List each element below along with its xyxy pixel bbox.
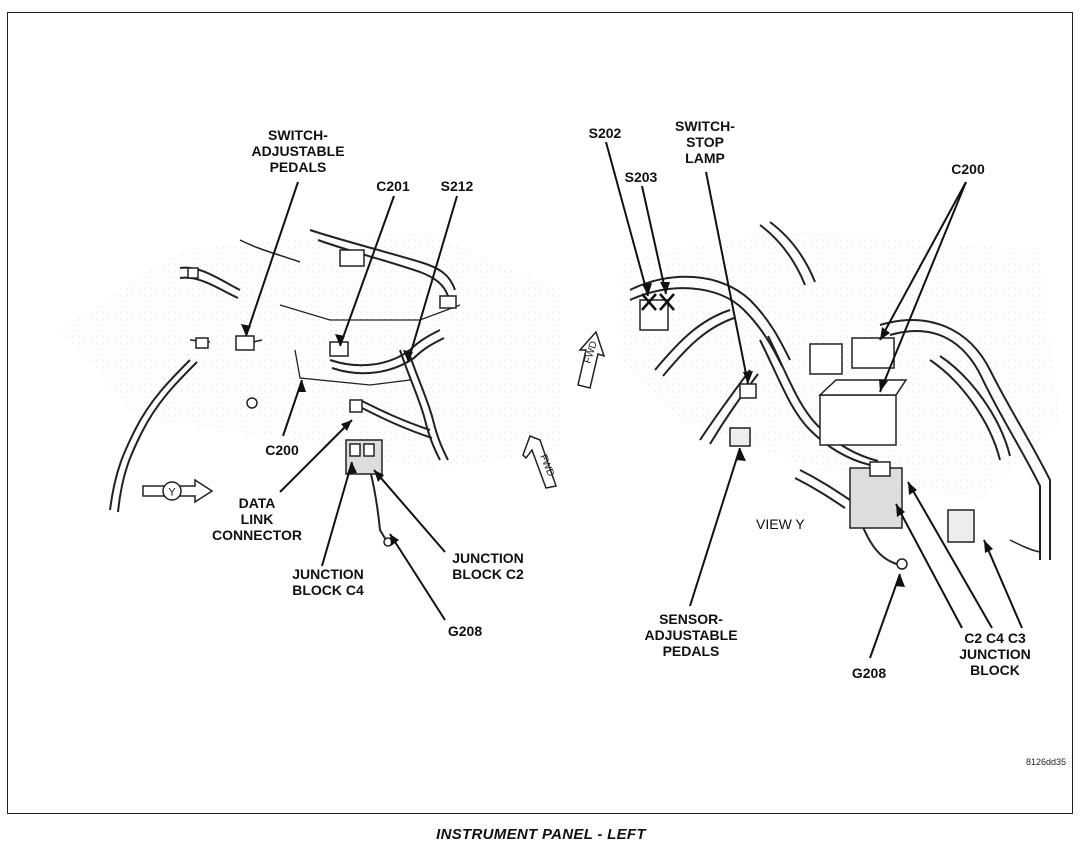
right-left-loop [654, 309, 731, 371]
left-main-trunk [329, 329, 441, 367]
label-sensor-adjustable-pedals: SENSOR- ADJUSTABLE PEDALS [644, 611, 738, 659]
left-upper-harness [309, 229, 456, 291]
right-lower-harness [799, 469, 851, 501]
switch-adjustable-pedals-shape [235, 335, 255, 351]
c200-connector-shape [819, 394, 897, 446]
left-leaders [245, 181, 458, 621]
label-c200-left: C200 [265, 442, 299, 458]
right-junction-block-shape [849, 467, 903, 529]
left-components [187, 249, 457, 547]
label-switch-adjustable-pedals: SWITCH- ADJUSTABLE PEDALS [251, 127, 345, 175]
label-s212: S212 [440, 178, 474, 194]
label-view-y: VIEW Y [756, 516, 805, 532]
fwd-arrow-right [522, 435, 557, 489]
label-data-link-connector: DATA LINK CONNECTOR [212, 495, 302, 543]
right-splice-marks [641, 293, 675, 311]
figure-caption: INSTRUMENT PANEL - LEFT [436, 826, 646, 843]
left-ground-wire [369, 469, 387, 541]
sensor-adjustable-pedals-shape [729, 427, 751, 447]
right-mid-harness [759, 339, 871, 466]
data-link-connector-shape [349, 399, 363, 413]
c3-connector-shape [947, 509, 975, 543]
label-g208-left: G208 [447, 623, 483, 639]
label-junction-block-c4: JUNCTION BLOCK C4 [292, 566, 364, 598]
label-g208-right: G208 [851, 665, 887, 681]
right-top-loop [759, 224, 806, 286]
right-far-harness [879, 319, 1051, 560]
right-arrowheads [642, 282, 993, 587]
label-s202: S202 [588, 125, 622, 141]
left-cable-top [179, 266, 241, 291]
left-dash-outline [279, 304, 461, 321]
figure-reference: 8126dd35 [1026, 757, 1067, 767]
fwd-arrow-left [577, 330, 606, 389]
right-components [639, 299, 975, 570]
right-leaders [605, 141, 1023, 659]
left-panel-stipple [60, 230, 560, 470]
label-s203: S203 [624, 169, 658, 185]
view-y-arrow [142, 478, 214, 504]
right-g208-eyelet [896, 558, 908, 570]
label-switch-stop-lamp: SWITCH- STOP LAMP [675, 118, 735, 166]
label-junction-block-right: C2 C4 C3 JUNCTION BLOCK [959, 630, 1031, 678]
label-c200-right: C200 [951, 161, 985, 177]
left-cable-lower [109, 359, 191, 511]
label-c201-left: C201 [376, 178, 410, 194]
left-drop-harness [399, 349, 441, 461]
switch-stop-lamp-shape [739, 383, 757, 399]
label-junction-block-c2: JUNCTION BLOCK C2 [452, 550, 524, 582]
left-harness [109, 229, 461, 541]
left-arrowheads [241, 324, 413, 546]
view-y-marker: Y [168, 487, 176, 499]
c201-connector-shape [329, 341, 349, 357]
